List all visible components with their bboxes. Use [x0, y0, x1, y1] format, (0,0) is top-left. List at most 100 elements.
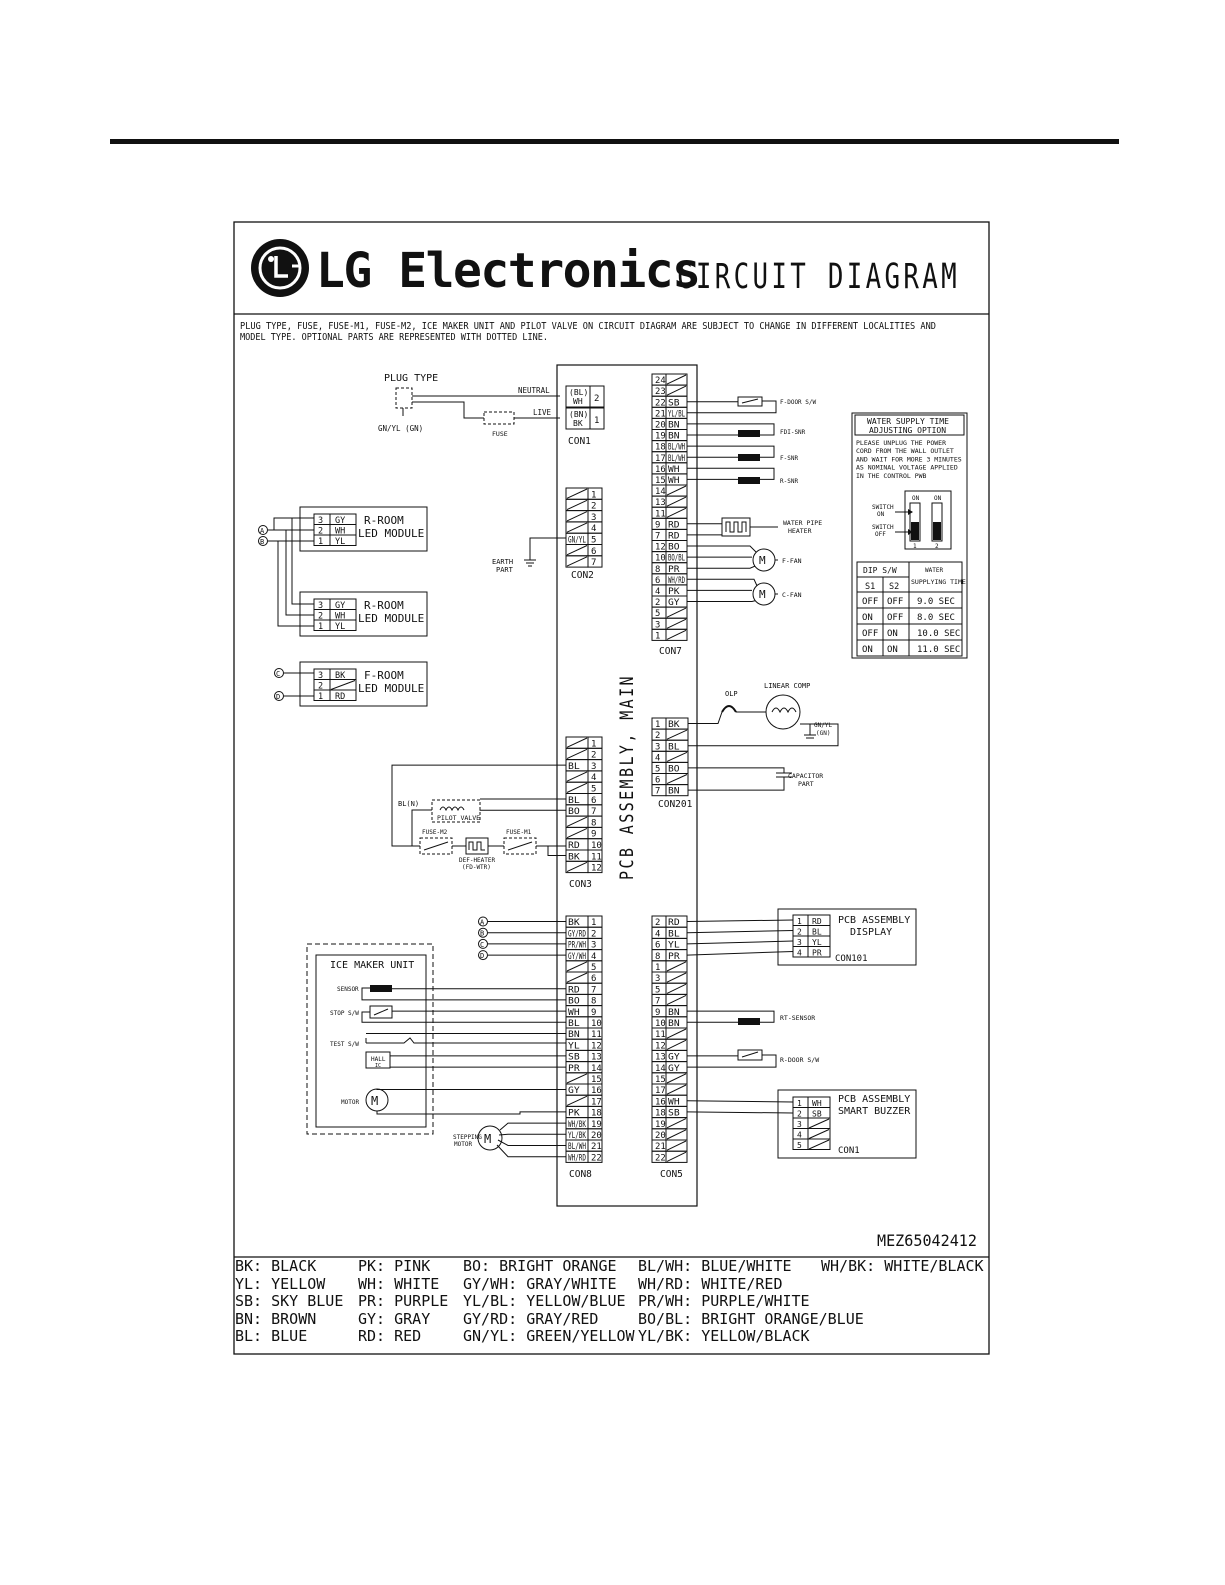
svg-text:WH/RD: WH/RD [668, 576, 685, 586]
svg-text:SB: SB [668, 398, 680, 408]
svg-text:WH/RD: WH/RD [568, 1153, 586, 1163]
svg-text:YL: YL [812, 938, 822, 947]
svg-text:20: 20 [591, 1131, 602, 1141]
svg-text:LED MODULE: LED MODULE [358, 527, 424, 540]
svg-text:7: 7 [591, 985, 596, 995]
svg-text:CON2: CON2 [571, 570, 594, 581]
svg-text:S1: S1 [865, 582, 875, 592]
svg-text:9: 9 [655, 1008, 660, 1018]
svg-text:8: 8 [591, 818, 596, 828]
svg-text:YL/BK: YL/BK [568, 1131, 587, 1141]
svg-text:13: 13 [655, 498, 666, 508]
con2-pin-2: 2 [565, 498, 603, 512]
svg-text:3: 3 [655, 620, 660, 630]
svg-text:F-FAN: F-FAN [782, 557, 802, 565]
svg-text:3: 3 [318, 671, 323, 681]
legend-entry [821, 1276, 981, 1294]
con201-pin-4: 4 [651, 750, 689, 763]
legend-entry: BN: BROWN [235, 1309, 317, 1328]
con201-pin-3: BL3 [651, 739, 689, 752]
svg-text:BN: BN [668, 432, 680, 442]
con201-pin-5: BO5 [651, 761, 689, 775]
svg-text:24: 24 [655, 376, 666, 386]
svg-text:2: 2 [797, 928, 802, 937]
svg-text:WH: WH [812, 1099, 822, 1108]
con5-pin-15: 15 [651, 1072, 688, 1085]
svg-text:(GN): (GN) [816, 730, 830, 737]
svg-text:YL/BL: YL/BL [668, 409, 685, 419]
svg-text:BO: BO [668, 543, 680, 553]
con7-pin-13: 13 [651, 495, 688, 508]
svg-text:8.0 SEC: 8.0 SEC [917, 613, 955, 623]
svg-text:10.0 SEC: 10.0 SEC [917, 629, 960, 639]
svg-text:19: 19 [591, 1120, 602, 1130]
svg-text:PCB ASSEMBLY: PCB ASSEMBLY [838, 1094, 910, 1105]
svg-text:BO/BL: BO/BL [668, 554, 685, 564]
svg-text:B: B [480, 930, 484, 938]
svg-text:7: 7 [655, 787, 660, 797]
svg-text:6: 6 [591, 547, 596, 557]
svg-text:4: 4 [591, 773, 596, 783]
svg-text:LED MODULE: LED MODULE [358, 682, 424, 695]
svg-text:ON: ON [877, 511, 885, 518]
svg-text:GY/WH: GY/WH [568, 952, 586, 962]
svg-text:18: 18 [591, 1109, 602, 1119]
con3-pin-6: BL 6 [565, 793, 603, 806]
svg-text:CON1: CON1 [568, 436, 591, 447]
svg-text:3: 3 [591, 513, 596, 523]
legend-entry: WH: WHITE [358, 1274, 440, 1293]
svg-text:RD: RD [668, 918, 680, 928]
con5-pin-1: 1 [651, 960, 688, 973]
svg-text:ON: ON [862, 645, 873, 655]
svg-text:WH: WH [568, 1008, 580, 1018]
pcb-main-label: PCB ASSEMBLY, MAIN [616, 674, 638, 880]
marker-con8-c: C [478, 938, 566, 949]
marker-d: D [274, 691, 284, 701]
con8-pin-5: 5 [565, 960, 603, 973]
svg-text:WH: WH [668, 1097, 680, 1107]
legend-entry [821, 1293, 981, 1311]
svg-text:17: 17 [655, 454, 666, 464]
svg-text:PART: PART [496, 566, 514, 574]
lg-logo-icon [251, 239, 309, 297]
con7-pin-3: 3 [651, 617, 688, 630]
con7: 2423SB22YL/BL21BN20BN19BL/WH18BL/WH17WH1… [651, 373, 822, 657]
svg-text:6: 6 [591, 796, 596, 806]
svg-text:PLEASE UNPLUG THE POWER: PLEASE UNPLUG THE POWER [856, 439, 946, 447]
svg-text:23: 23 [655, 387, 666, 397]
svg-text:D: D [480, 952, 484, 960]
con5-pin-12: 12 [651, 1038, 688, 1051]
legend-entry: GY: GRAY [358, 1309, 431, 1328]
svg-text:21: 21 [655, 409, 666, 419]
svg-text:4: 4 [655, 753, 660, 763]
svg-text:11: 11 [591, 1030, 602, 1040]
svg-text:(BL): (BL) [569, 388, 588, 397]
marker-a: A [258, 525, 268, 535]
con7-pin-2: GY2 [651, 595, 688, 608]
svg-text:S2: S2 [889, 582, 899, 592]
con5-pin-19: 19 [651, 1117, 688, 1130]
con5-pin-3: 3 [651, 971, 688, 984]
legend-entry: WH/RD: WHITE/RED [638, 1274, 783, 1293]
svg-text:PR: PR [812, 949, 822, 958]
svg-text:BL: BL [568, 796, 580, 806]
svg-text:SB: SB [568, 1053, 580, 1063]
svg-text:GY: GY [335, 601, 345, 611]
svg-text:BL/WH: BL/WH [568, 1142, 586, 1152]
svg-text:PART: PART [798, 780, 814, 788]
svg-text:SB: SB [668, 1109, 680, 1119]
svg-text:6: 6 [655, 576, 660, 586]
